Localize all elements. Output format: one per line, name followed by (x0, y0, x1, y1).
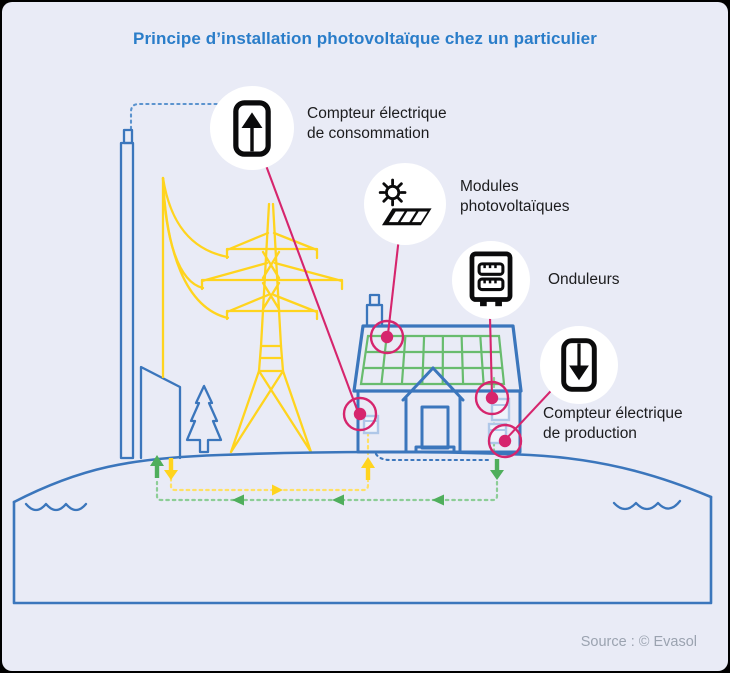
source-credit: Source : © Evasol (580, 634, 697, 650)
electricity-pylon (200, 202, 344, 454)
production-meter-label: Compteur électrique de production (543, 405, 683, 442)
arrow-down-green (490, 459, 504, 480)
arrow-left-green-2 (332, 494, 344, 506)
power-plant (119, 102, 224, 460)
arrow-up-green (150, 455, 164, 478)
pine-tree (185, 384, 223, 454)
solar-roof-grid (359, 334, 506, 386)
power-lines (161, 176, 230, 379)
meter-arrow-up-icon (233, 99, 271, 157)
arrow-right-yellow (272, 484, 283, 496)
arrow-left-green-3 (432, 494, 444, 506)
energy-flows (150, 376, 504, 506)
inverters-label: Onduleurs (548, 271, 620, 288)
arrow-up-yellow (361, 457, 375, 480)
arrow-down-yellow (164, 458, 178, 480)
consumption-meter-bubble (210, 86, 294, 170)
arrow-left-green-1 (232, 494, 244, 506)
page-title: Principe d’installation photovoltaïque c… (133, 29, 597, 48)
inverter-icon (469, 250, 513, 306)
waves-left (24, 502, 88, 512)
meter-link-dotted (374, 452, 491, 462)
point-markers (342, 319, 523, 459)
inverters-bubble (452, 241, 530, 319)
smoke-dotted-line (129, 102, 224, 131)
sun-solar-panel-icon (378, 178, 432, 226)
waves-right (612, 499, 682, 511)
ground (12, 450, 713, 605)
meter-arrow-down-icon (561, 338, 597, 392)
consumption-meter-label: Compteur électrique de consommation (307, 105, 447, 142)
pv-modules-label: Modules photovoltaïques (460, 178, 570, 215)
production-meter-bubble (540, 326, 618, 404)
pv-modules-bubble (364, 163, 446, 245)
